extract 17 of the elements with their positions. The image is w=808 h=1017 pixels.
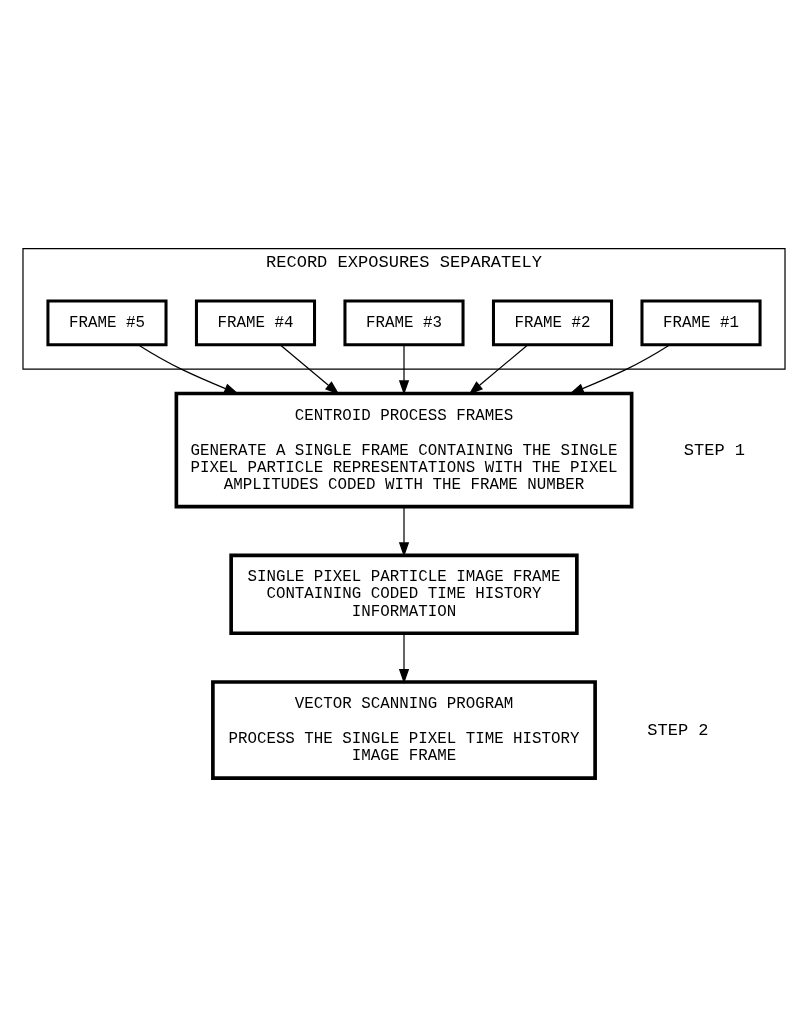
node-box: SINGLE PIXEL PARTICLE IMAGE FRAME CONTAINING CODED TIME HISTORY INFORMATION xyxy=(229,553,579,636)
arrow xyxy=(398,506,410,557)
node-box: FRAME #2 xyxy=(491,299,614,347)
node-box: CENTROID PROCESS FRAMES GENERATE A SINGLE FRAME CONTAINING THE SINGLE PIXEL PARTICLE REPRESENTATIONS WITH THE PIXEL AMPLITUDES CODED WITH THE FRAME NUMBER xyxy=(174,391,634,509)
arrow xyxy=(137,344,239,394)
arrow xyxy=(569,344,671,394)
arrow xyxy=(468,344,529,395)
node-box: VECTOR SCANNING PROGRAM PROCESS THE SINGLE PIXEL TIME HISTORY IMAGE FRAME xyxy=(211,680,597,780)
arrow xyxy=(398,344,410,395)
node-box: FRAME #3 xyxy=(343,299,465,347)
node-box: FRAME #5 xyxy=(46,299,168,347)
arrow xyxy=(279,344,340,395)
node-box: FRAME #4 xyxy=(194,299,317,347)
arrow xyxy=(398,632,410,684)
label: STEP 2 xyxy=(647,720,709,740)
label: STEP 1 xyxy=(683,440,746,460)
node-box: FRAME #1 xyxy=(640,299,762,347)
